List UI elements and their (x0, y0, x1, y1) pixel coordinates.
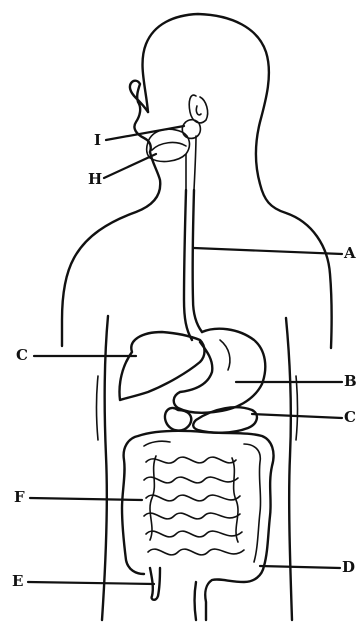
label-i: I (94, 131, 101, 149)
left-arm-outer (97, 376, 99, 440)
ear-inner (196, 106, 201, 115)
small-intestine-coil-6 (148, 549, 244, 555)
label-d: D (342, 558, 355, 576)
label-a: A (343, 244, 356, 262)
label-e: E (12, 572, 23, 590)
left-shoulder-outline (62, 152, 160, 346)
right-arm-line (286, 318, 292, 620)
gallbladder (165, 408, 191, 431)
large-intestine-inner (144, 441, 261, 562)
small-intestine-coil-3 (146, 495, 240, 501)
leader-line-d (260, 566, 340, 568)
label-f: F (14, 488, 25, 506)
label-b: B (344, 372, 357, 390)
label-c-right: C (344, 408, 356, 426)
leader-line-h (104, 154, 156, 178)
esophagus-right-wall (193, 190, 202, 332)
leader-line-e (28, 582, 154, 584)
ear (189, 95, 207, 123)
small-intestine-coil-4 (144, 513, 240, 519)
large-intestine (122, 431, 274, 620)
leader-line-a (194, 248, 342, 254)
stomach-fold (220, 340, 230, 370)
pharynx-back (194, 136, 196, 190)
right-arm-outer (296, 376, 298, 440)
small-intestine-coil-1 (146, 457, 236, 463)
salivary-gland-right (182, 120, 200, 139)
leader-line-f (30, 498, 142, 500)
label-c-left: C (16, 346, 28, 364)
body-outline (143, 14, 332, 348)
esophagus-left-wall (184, 190, 192, 340)
tongue (152, 143, 186, 150)
small-intestine-coil-5 (146, 531, 242, 537)
small-intestine-coil-2 (144, 477, 238, 483)
label-h: H (88, 170, 102, 188)
left-arm-line (102, 316, 108, 620)
rectum (195, 582, 197, 620)
